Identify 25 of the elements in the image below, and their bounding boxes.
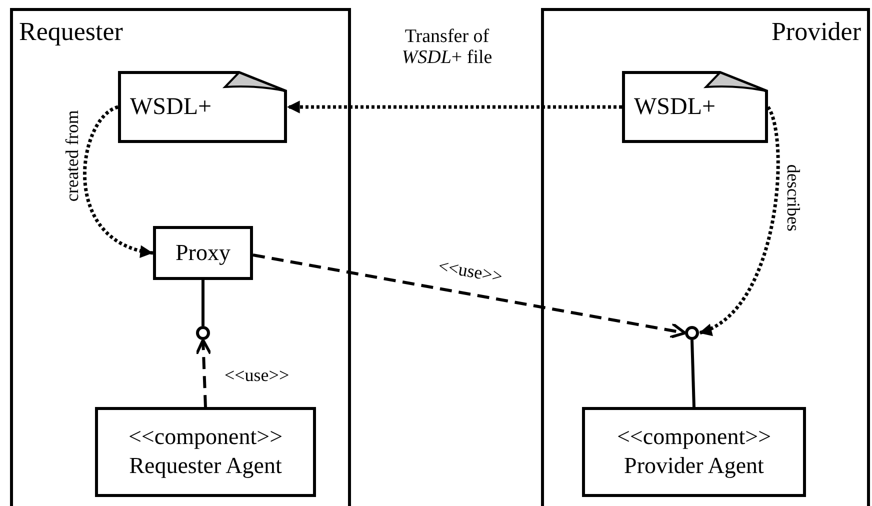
box-label: Provider Agent (624, 452, 764, 480)
interface-circle (685, 326, 699, 340)
interface-circle (196, 326, 210, 340)
swimlane-frame (10, 8, 351, 506)
document-label: WSDL+ (634, 94, 716, 120)
box-label: Requester Agent (129, 452, 282, 480)
class-box (153, 226, 253, 280)
dashed-arrow (195, 338, 212, 408)
connector-line (690, 340, 696, 408)
dotted-arrow (287, 100, 622, 114)
document-shape (118, 71, 287, 143)
dotted-arrow (698, 106, 780, 335)
connector-line (202, 280, 204, 326)
lane-heading: Requester (19, 17, 123, 47)
component-box (582, 407, 806, 497)
document-label: WSDL+ (130, 94, 212, 120)
box-label: Proxy (176, 238, 230, 267)
document-shape (622, 71, 768, 143)
stereotype-label: <<component>> (128, 423, 283, 452)
component-box (95, 407, 316, 497)
swimlane-frame (541, 8, 870, 506)
stereotype-label: <<component>> (616, 423, 772, 452)
dashed-arrow (252, 254, 686, 339)
lane-heading: Provider (771, 17, 861, 47)
dotted-arrow (83, 105, 154, 256)
